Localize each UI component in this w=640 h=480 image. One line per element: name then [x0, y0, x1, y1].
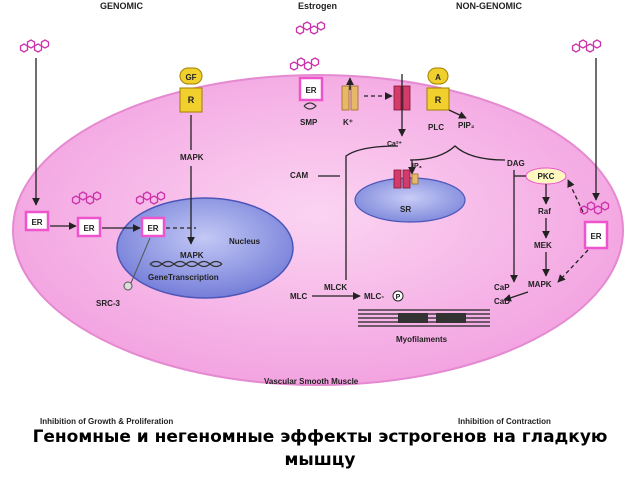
svg-text:R: R — [435, 95, 442, 105]
ip3-label: IP₃ — [412, 163, 422, 170]
figure-caption: Геномные и негеномные эффекты эстрогенов… — [32, 427, 608, 470]
k-label: K⁺ — [343, 118, 353, 127]
svg-text:ER: ER — [590, 232, 601, 241]
cam-label: CAM — [290, 171, 309, 180]
mapk-nucleus-label: MAPK — [180, 251, 204, 260]
ca-label: Ca²⁺ — [387, 141, 402, 148]
phosphate-label: P — [396, 294, 401, 301]
nucleus-label: Nucleus — [229, 237, 261, 246]
footer-right-label: Inhibition of Contraction — [458, 417, 551, 426]
svg-text:ER: ER — [147, 224, 158, 233]
svg-text:GF: GF — [185, 73, 196, 82]
mlck-label: MLCK — [324, 283, 347, 292]
dag-label: DAG — [507, 159, 525, 168]
svg-text:ER: ER — [31, 218, 42, 227]
mlc-label: MLC — [290, 292, 308, 301]
estrogen-label: Estrogen — [298, 1, 337, 11]
nucleus — [116, 197, 294, 299]
ca-channel — [393, 85, 411, 111]
k-channel — [341, 85, 359, 111]
svg-text:ER: ER — [83, 224, 94, 233]
footer-left-label: Inhibition of Growth & Proliferation — [40, 417, 173, 426]
mapk-label: MAPK — [180, 153, 204, 162]
mapk-right-label: MAPK — [528, 280, 552, 289]
pkc-node: PKC — [525, 167, 567, 185]
mek-label: MEK — [534, 241, 552, 250]
raf-label: Raf — [538, 207, 551, 216]
plc-receptor: A R — [426, 67, 450, 111]
er-receptor-box: ER — [24, 210, 50, 232]
er-receptor-box: ER — [140, 216, 166, 238]
growth-factor-receptor: GF R — [179, 67, 203, 113]
cad-label: CaD — [494, 297, 510, 306]
membrane-er-receptor: ER — [298, 76, 324, 102]
sr-ip3-channel — [393, 169, 419, 189]
cap-label: CaP — [494, 283, 510, 292]
vascular-smooth-muscle-cell — [12, 74, 624, 386]
gene-transcription-label: GeneTranscription — [148, 273, 219, 282]
genomic-label: GENOMIC — [100, 1, 144, 11]
myofilaments-label: Myofilaments — [396, 335, 448, 344]
er-receptor-box: ER — [76, 216, 102, 238]
sr-label: SR — [400, 205, 411, 214]
pip2-label: PIP₂ — [458, 121, 475, 130]
plc-label: PLC — [428, 123, 444, 132]
mlc-p-label: MLC- — [364, 292, 384, 301]
estrogen-molecule-icon — [19, 39, 50, 53]
estrogen-molecule-icon — [295, 21, 326, 35]
estrogen-molecule-icon — [289, 57, 320, 71]
svg-text:PKC: PKC — [538, 172, 555, 181]
vascular-smooth-muscle-label: Vascular Smooth Muscle — [264, 377, 359, 386]
smp-label: SMP — [300, 118, 318, 127]
svg-text:A: A — [435, 73, 441, 82]
er-receptor-box-right: ER — [583, 220, 609, 250]
estrogen-molecule-icon — [571, 39, 602, 53]
svg-text:ER: ER — [305, 86, 316, 95]
svg-text:R: R — [188, 95, 195, 105]
src3-label: SRC-3 — [96, 299, 121, 308]
non-genomic-label: NON-GENOMIC — [456, 1, 522, 11]
